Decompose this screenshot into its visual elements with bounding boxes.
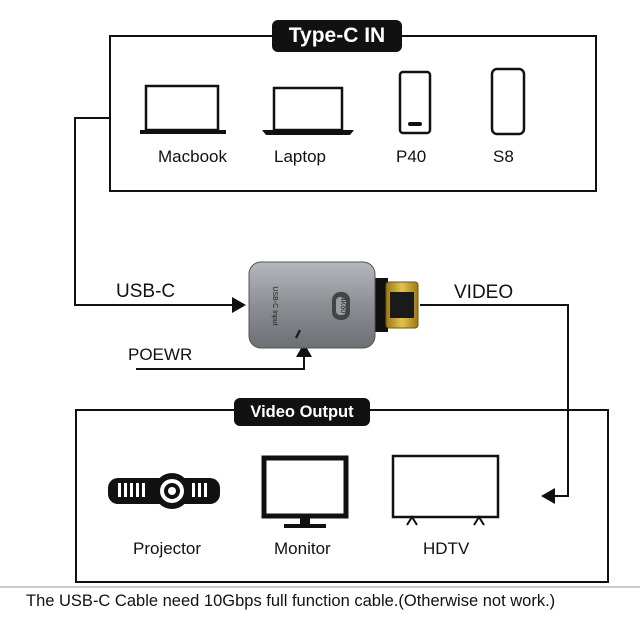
projector-icon bbox=[108, 473, 220, 509]
monitor-icon bbox=[261, 455, 349, 528]
usb-c-to-hdmi-adapter bbox=[248, 261, 419, 349]
macbook-icon bbox=[140, 84, 226, 134]
usb-c-label: USB-C bbox=[116, 281, 176, 302]
power-connection-line bbox=[136, 356, 305, 370]
device-label-laptop: Laptop bbox=[274, 147, 326, 166]
device-label-hdtv: HDTV bbox=[423, 539, 470, 558]
hdtv-icon bbox=[391, 454, 500, 526]
video-connection-line bbox=[420, 304, 569, 497]
phone-icon bbox=[398, 70, 432, 135]
power-label: POEWR bbox=[128, 345, 193, 364]
video-label: VIDEO bbox=[454, 282, 514, 303]
device-label-p40: P40 bbox=[396, 147, 427, 166]
usb-c-arrow-icon bbox=[232, 297, 246, 313]
laptop-icon bbox=[262, 86, 354, 135]
footer-note: The USB-C Cable need 10Gbps full functio… bbox=[26, 592, 556, 610]
adapter-port-text: USB-C Input bbox=[271, 286, 278, 326]
device-label-s8: S8 bbox=[493, 147, 514, 166]
video-arrow-icon bbox=[541, 488, 555, 504]
adapter-hdmi-text: 4K60 bbox=[339, 296, 346, 314]
phone-icon bbox=[490, 67, 526, 136]
power-arrow-icon bbox=[296, 343, 312, 357]
input-section-title: Type-C IN bbox=[272, 20, 402, 52]
output-section-title: Video Output bbox=[234, 398, 370, 426]
device-label-monitor: Monitor bbox=[274, 539, 331, 558]
usb-c-connection-line bbox=[74, 117, 234, 306]
device-label-projector: Projector bbox=[133, 539, 202, 558]
device-label-macbook: Macbook bbox=[158, 147, 227, 166]
